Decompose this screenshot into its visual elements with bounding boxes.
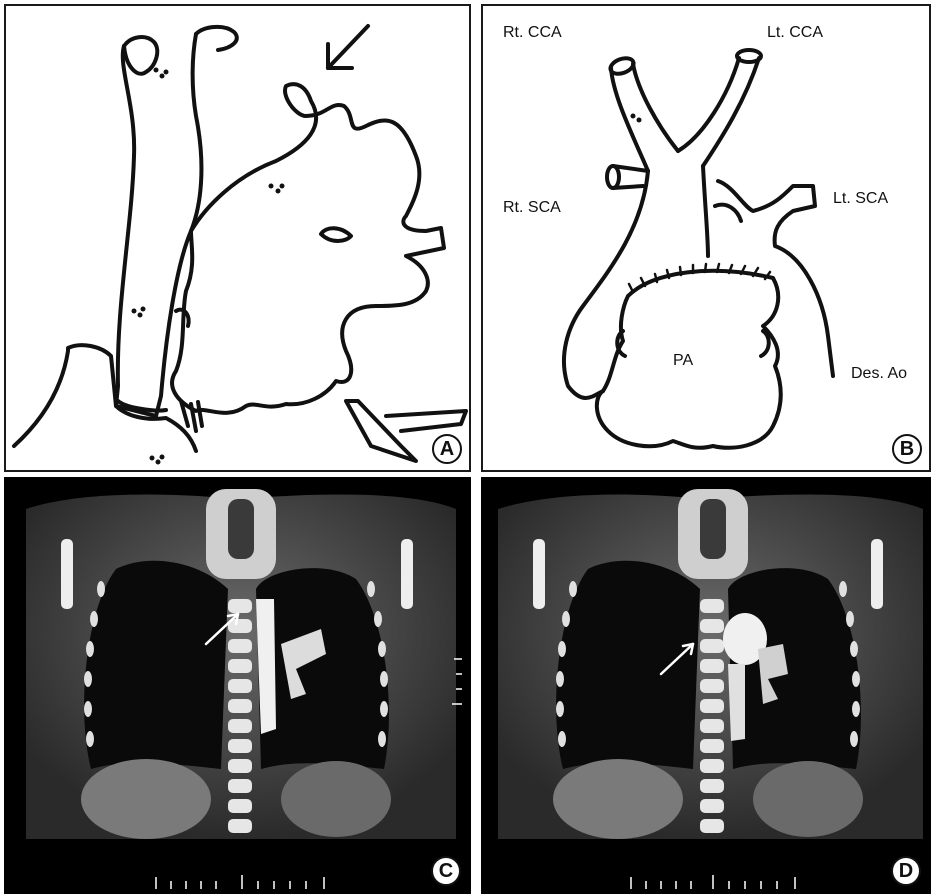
panel-label-a: A — [432, 434, 462, 464]
lt-cca-vessel — [678, 58, 759, 166]
right-vessel-top2 — [196, 27, 237, 50]
label-lt-sca: Lt. SCA — [833, 190, 888, 208]
brachiocephalic-trunk — [564, 171, 648, 398]
right-vessel-outline — [116, 34, 201, 416]
ct-image-d — [483, 479, 929, 892]
preop-vessel-drawing — [6, 6, 469, 470]
panel-c-ct-scan: C — [4, 477, 471, 894]
label-lt-cca: Lt. CCA — [767, 24, 823, 42]
arrow-icon — [328, 26, 368, 68]
label-pa: PA — [673, 352, 693, 370]
postop-vessel-drawing — [483, 6, 929, 470]
right-lung — [556, 561, 700, 769]
arch-outline — [172, 84, 444, 413]
panel-b-diagram: Rt. CCA Lt. CCA Rt. SCA Lt. SCA PA Des. … — [481, 4, 931, 472]
panel-label-c: C — [431, 856, 461, 886]
panel-d-ct-scan: D — [481, 477, 931, 894]
suture-line — [629, 264, 770, 292]
panel-a-diagram: A — [4, 4, 471, 472]
label-rt-sca: Rt. SCA — [503, 199, 561, 217]
panel-label-d: D — [891, 856, 921, 886]
label-des-ao: Des. Ao — [851, 365, 907, 383]
arch-branch — [321, 228, 351, 241]
right-lung — [84, 561, 228, 769]
rt-cca-vessel — [611, 64, 678, 171]
panel-label-b: B — [892, 434, 922, 464]
label-rt-cca: Rt. CCA — [503, 24, 562, 42]
ct-image-c — [6, 479, 469, 892]
lower-left-outline — [14, 345, 196, 451]
right-vessel-top — [124, 37, 157, 74]
